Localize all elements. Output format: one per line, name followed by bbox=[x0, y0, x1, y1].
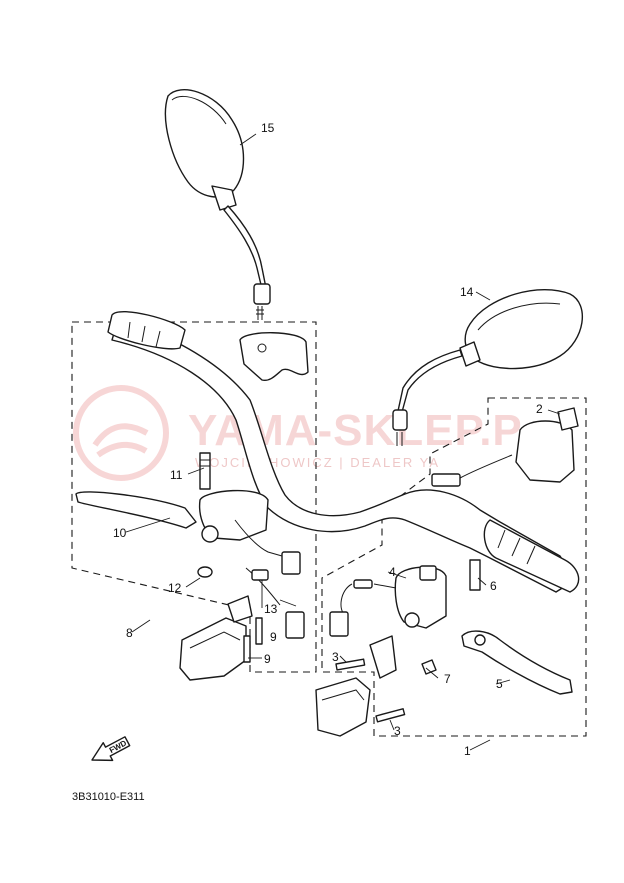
callout-1: 1 bbox=[464, 744, 471, 758]
left-grip bbox=[107, 311, 186, 350]
left-holder-cover bbox=[239, 332, 309, 382]
callout-2: 2 bbox=[536, 402, 543, 416]
callout-6: 6 bbox=[490, 579, 497, 593]
callouts: 15 14 2 11 10 12 13 8 9 9 4 6 3 7 5 3 1 bbox=[113, 121, 543, 758]
right-switch-unit bbox=[315, 635, 406, 737]
callout-9-upper: 9 bbox=[270, 630, 277, 644]
callout-9-lower: 9 bbox=[264, 652, 271, 666]
callout-5: 5 bbox=[496, 677, 503, 691]
callout-11: 11 bbox=[170, 468, 183, 482]
left-assembly-box bbox=[71, 321, 317, 673]
callout-4: 4 bbox=[389, 565, 396, 579]
right-lever-assembly bbox=[329, 559, 573, 695]
callout-3-upper: 3 bbox=[332, 650, 339, 664]
callout-12: 12 bbox=[168, 581, 182, 595]
callout-13: 13 bbox=[264, 602, 278, 616]
right-assembly-box bbox=[321, 397, 587, 737]
left-mirror bbox=[164, 89, 271, 320]
watermark-logo bbox=[73, 385, 169, 481]
handlebar bbox=[107, 311, 580, 593]
callout-7: 7 bbox=[444, 672, 451, 686]
left-switch-unit bbox=[179, 595, 263, 681]
forward-arrow-icon: FWD bbox=[91, 736, 131, 762]
callout-10: 10 bbox=[113, 526, 127, 540]
callout-3-lower: 3 bbox=[394, 724, 401, 738]
leader-lines bbox=[125, 133, 561, 751]
watermark-subtitle: WOJCIECHOWICZ | DEALER YA bbox=[195, 455, 440, 470]
right-handlebar-switch bbox=[431, 407, 579, 487]
callout-15: 15 bbox=[261, 121, 275, 135]
right-grip bbox=[483, 519, 580, 593]
callout-14: 14 bbox=[460, 285, 474, 299]
callout-8: 8 bbox=[126, 626, 133, 640]
watermark: YAMA-SKLEP.P WOJCIECHOWICZ | DEALER YA bbox=[73, 385, 522, 481]
diagram-code: 3B31010-E311 bbox=[72, 791, 145, 803]
right-mirror bbox=[392, 289, 584, 446]
